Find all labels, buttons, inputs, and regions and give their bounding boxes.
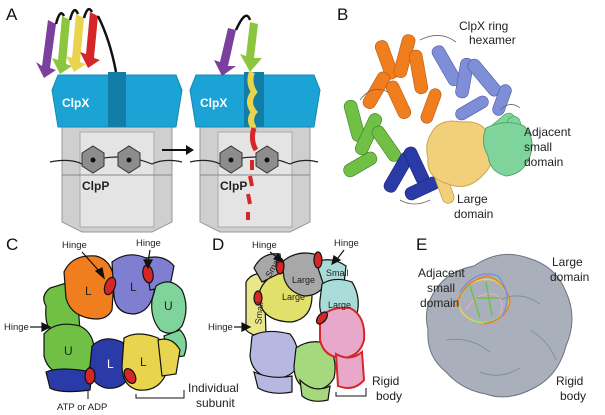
panel-c-label: C — [6, 235, 18, 254]
panel-e-label: E — [416, 235, 427, 254]
individual-subunit-label-2: subunit — [196, 396, 235, 410]
e-rigid-label-2: body — [560, 389, 586, 403]
substrate-unfolding-right — [214, 14, 262, 220]
large-domain-label-1: Large — [457, 192, 488, 206]
adjacent-small-label-3: domain — [524, 155, 563, 169]
d-yellow-large: Large — [282, 292, 305, 302]
subunit-c-navy-L: L — [107, 357, 114, 371]
e-adjacent-label-2: small — [427, 281, 455, 295]
e-large-label-1: Large — [552, 255, 583, 269]
adjacent-small-label-2: small — [524, 140, 552, 154]
clpp-label-left: ClpP — [82, 179, 109, 193]
d-gray-large: Large — [292, 275, 315, 285]
clpp-label-right: ClpP — [220, 179, 247, 193]
clpx-ring-left — [51, 72, 183, 128]
hinge-label-c-1: Hinge — [62, 240, 87, 251]
clpx-label-left: ClpX — [62, 96, 89, 110]
e-large-label-2: domain — [550, 270, 589, 284]
panel-d: D — [208, 235, 402, 403]
e-rigid-label-1: Rigid — [556, 374, 583, 388]
rigid-body-diagram — [245, 251, 366, 402]
large-domain-label-2: domain — [454, 207, 493, 221]
subunit-c-mint-U: U — [164, 299, 173, 313]
rigid-body-label-1: Rigid — [372, 374, 399, 388]
hinge-label-c-3: Hinge — [4, 322, 29, 333]
panel-c: C — [4, 235, 239, 413]
panel-a: A ClpX ClpP — [6, 5, 321, 233]
panel-d-label: D — [212, 235, 224, 254]
e-adjacent-label-3: domain — [420, 296, 459, 310]
d-yellow-small: Small — [253, 302, 265, 325]
subunit-ring-diagram — [43, 254, 187, 393]
clpx-hexamer-structure — [343, 34, 533, 205]
panel-b-label: B — [337, 5, 348, 24]
clpp-barrel-left — [49, 126, 183, 233]
adjacent-small-label-1: Adjacent — [524, 125, 571, 139]
hinge-label-d-3: Hinge — [208, 322, 233, 333]
subunit-bracket — [135, 390, 185, 399]
rigid-body-bracket — [335, 388, 367, 397]
panel-e: E Adjacent small domain Large domain Rig… — [416, 235, 589, 403]
surface-overlay-structure — [425, 253, 573, 398]
transition-arrow — [162, 145, 194, 155]
clpx-ring-label-1: ClpX ring — [459, 19, 508, 33]
clpx-label-right: ClpX — [200, 96, 227, 110]
hinge-arrows-c — [30, 249, 153, 332]
subunit-c-green-U: U — [64, 344, 73, 358]
panel-a-label: A — [6, 5, 18, 24]
individual-subunit-label-1: Individual — [188, 381, 239, 395]
hinge-label-d-1: Hinge — [252, 240, 277, 251]
d-teal-large: Large — [328, 300, 351, 310]
nucleotide-label: ATP or ADP — [57, 402, 107, 413]
hinge-label-d-2: Hinge — [334, 238, 359, 249]
e-adjacent-label-1: Adjacent — [418, 266, 465, 280]
d-teal-small: Small — [326, 268, 349, 278]
subunit-c-periwinkle-L: L — [130, 280, 137, 294]
hinge-label-c-2: Hinge — [136, 238, 161, 249]
substrate-strands-left — [36, 7, 118, 78]
subunit-c-orange-L: L — [85, 284, 92, 298]
subunit-c-yellow-L: L — [140, 355, 147, 369]
panel-b: B — [337, 5, 571, 221]
clpx-ring-label-2: hexamer — [469, 33, 516, 47]
rigid-body-label-2: body — [376, 389, 402, 403]
hinge-arrows-d — [234, 249, 345, 332]
